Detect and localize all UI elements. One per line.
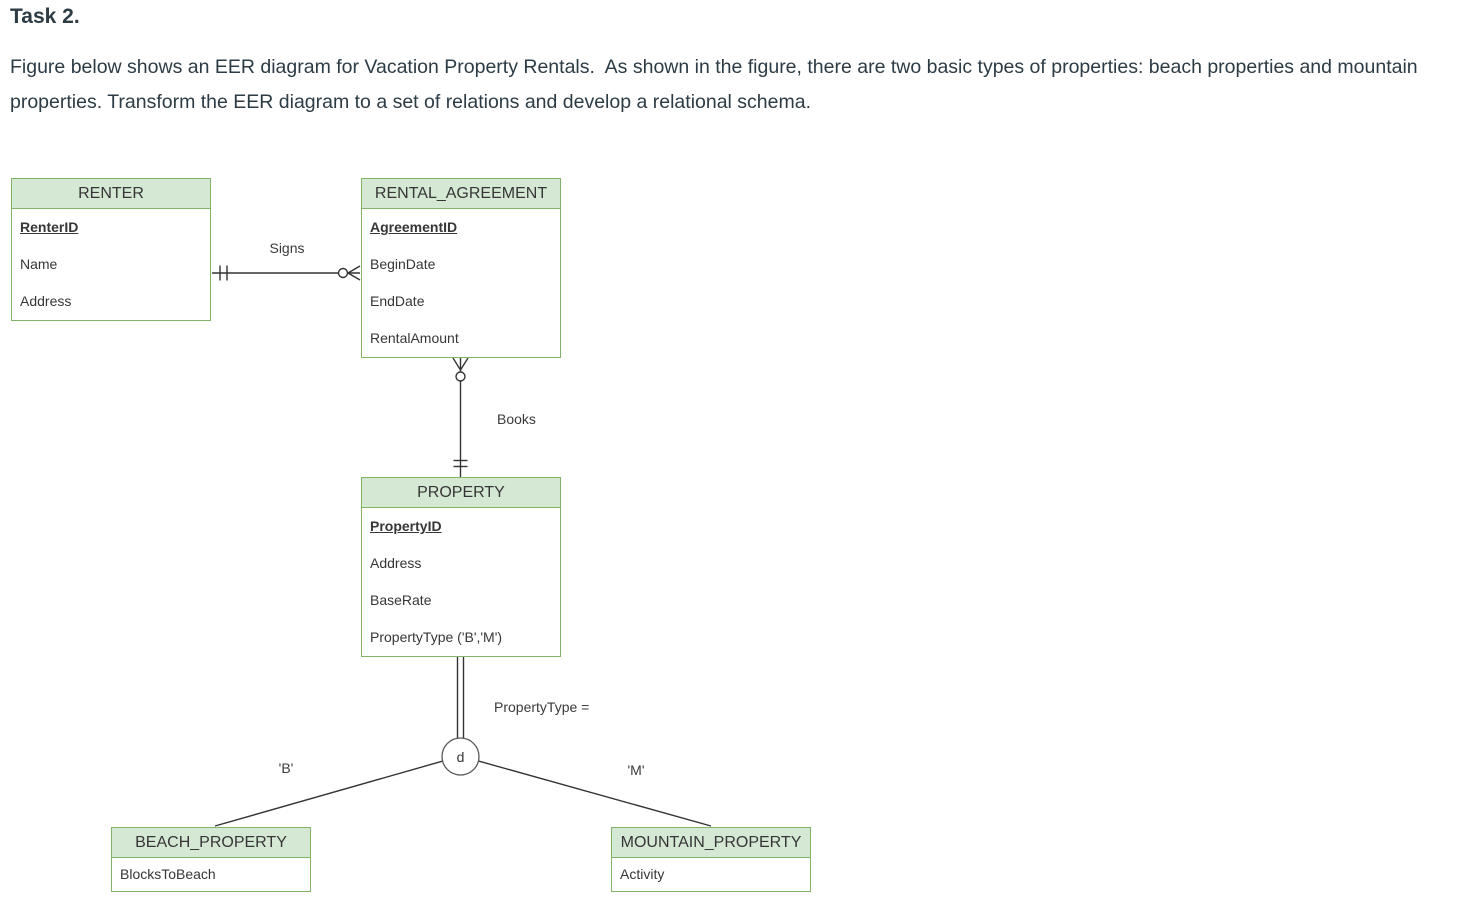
entity-rental-agreement: RENTAL_AGREEMENT AgreementID BeginDate E… bbox=[361, 178, 561, 358]
task-description: Task 2. Figure below shows an EER diagra… bbox=[10, 5, 1472, 119]
attribute-enddate: EndDate bbox=[370, 293, 425, 309]
task-heading: Task 2. bbox=[10, 5, 80, 28]
attribute-propertyid: PropertyID bbox=[370, 518, 442, 534]
attribute-propertytype: PropertyType ('B','M') bbox=[370, 629, 503, 645]
attribute-agreementid: AgreementID bbox=[370, 219, 458, 235]
entity-mountain-property-title: MOUNTAIN_PROPERTY bbox=[612, 828, 810, 858]
disjoint-circle bbox=[441, 737, 480, 776]
entity-renter-attributes: RenterID Name Address bbox=[12, 209, 210, 320]
entity-mountain-property: MOUNTAIN_PROPERTY Activity bbox=[611, 827, 811, 892]
attribute-rentalamount: RentalAmount bbox=[370, 330, 459, 346]
attribute-baserate: BaseRate bbox=[370, 592, 432, 608]
subtype-beach-value-label: 'B' bbox=[278, 760, 294, 776]
one-and-only-one-marker bbox=[219, 265, 228, 281]
entity-renter: RENTER RenterID Name Address bbox=[11, 178, 211, 321]
subtype-connector bbox=[214, 657, 712, 827]
entity-beach-property-attributes: BlocksToBeach bbox=[112, 858, 310, 891]
one-and-only-one-marker bbox=[453, 459, 468, 468]
entity-property-title: PROPERTY bbox=[362, 478, 560, 508]
subtype-line-beach bbox=[214, 755, 461, 827]
relationship-books-label: Books bbox=[497, 411, 536, 427]
attribute-renterid: RenterID bbox=[20, 219, 79, 235]
relationship-signs-line bbox=[212, 265, 361, 281]
zero-or-many-marker bbox=[452, 357, 469, 382]
relationship-signs-label: Signs bbox=[269, 240, 305, 256]
attribute-blockstobeach: BlocksToBeach bbox=[120, 866, 216, 882]
attribute-address: Address bbox=[370, 555, 422, 571]
entity-mountain-property-attributes: Activity bbox=[612, 858, 810, 891]
entity-rental-agreement-attributes: AgreementID BeginDate EndDate RentalAmou… bbox=[362, 209, 560, 357]
attribute-activity: Activity bbox=[620, 866, 665, 882]
disjoint-label: d bbox=[457, 749, 465, 765]
subtype-condition-label: PropertyType = bbox=[494, 699, 590, 715]
relationship-books-line bbox=[452, 357, 469, 477]
entity-rental-agreement-title: RENTAL_AGREEMENT bbox=[362, 179, 560, 209]
entity-beach-property: BEACH_PROPERTY BlocksToBeach bbox=[111, 827, 311, 892]
attribute-address: Address bbox=[20, 293, 72, 309]
entity-property-attributes: PropertyID Address BaseRate PropertyType… bbox=[362, 508, 560, 656]
task-intro-paragraph: Figure below shows an EER diagram for Va… bbox=[10, 56, 1424, 113]
entity-property: PROPERTY PropertyID Address BaseRate Pro… bbox=[361, 477, 561, 657]
entity-beach-property-title: BEACH_PROPERTY bbox=[112, 828, 310, 858]
attribute-begindate: BeginDate bbox=[370, 256, 436, 272]
attribute-name: Name bbox=[20, 256, 58, 272]
zero-or-many-marker bbox=[337, 265, 361, 281]
subtype-mountain-value-label: 'M' bbox=[627, 762, 645, 778]
subtype-line-mountain bbox=[460, 755, 712, 827]
entity-renter-title: RENTER bbox=[12, 179, 210, 209]
